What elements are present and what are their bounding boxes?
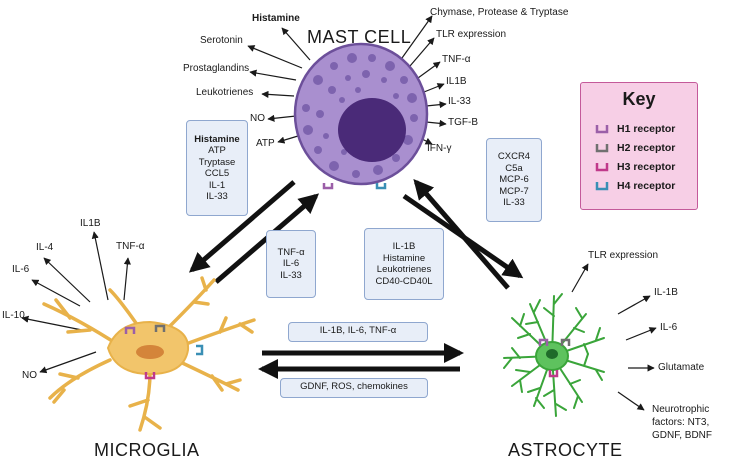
key-label-h4: H4 receptor (617, 180, 676, 192)
microglia-to-mast-item: TNF-α (277, 246, 305, 258)
astrocyte-output-il6: IL-6 (660, 322, 678, 333)
mast-output-tnf: TNF-α (442, 54, 471, 65)
key-legend: Key H1 receptor H2 receptor H3 receptor … (580, 82, 698, 210)
mast-to-microglia-item: ATP (208, 145, 226, 156)
astrocyte-to-mast-item: MCP-6 (499, 174, 529, 186)
astrocyte-graphic (503, 293, 605, 417)
mast-output-serotonin: Serotonin (200, 35, 243, 46)
microglia-to-mast-item: IL-6 (282, 258, 300, 270)
mast-output-ifn: IFN-γ (427, 143, 452, 154)
microglia-output-no: NO (22, 370, 37, 381)
mast-output-chymase: Chymase, Protease & Tryptase (430, 7, 569, 18)
astrocyte-body (535, 338, 571, 378)
mast-to-microglia-item: IL-33 (206, 191, 228, 202)
mast-output-tlr: TLR expression (436, 29, 507, 40)
key-item-h4: H4 receptor (595, 180, 675, 192)
astrocyte-title: ASTROCYTE (508, 440, 623, 460)
astrocyte-to-microglia-box: GDNF, ROS, chemokines (280, 378, 428, 398)
astrocyte-output-tlr: TLR expression (588, 250, 659, 261)
mast-cell-output-arrows (247, 15, 447, 145)
mast-to-astrocyte-item: Leukotrienes (376, 264, 432, 275)
h4-receptor-icon (595, 182, 609, 191)
mast-output-histamine: Histamine (252, 13, 300, 24)
mast-output-il33: IL-33 (448, 96, 471, 107)
microglia-output-il4: IL-4 (36, 242, 54, 253)
key-label-h3: H3 receptor (617, 161, 676, 173)
mast-to-astrocyte-item: IL-1B (392, 241, 416, 252)
microglia-output-il10: IL-10 (2, 310, 25, 321)
h2-receptor-icon (595, 144, 609, 153)
key-title: Key (622, 89, 656, 109)
mast-cell-title: MAST CELL (307, 27, 412, 47)
mast-to-astrocyte-item: Histamine (382, 252, 426, 264)
astrocyte-to-mast-item: CXCR4 (497, 151, 531, 163)
mast-output-il1b: IL1B (446, 76, 467, 87)
key-item-h2: H2 receptor (595, 142, 675, 154)
mast-to-microglia-item: IL-1 (208, 179, 226, 191)
astrocyte-to-mast-item: C5a (505, 162, 523, 174)
mast-to-astrocyte-item: CD40-CD40L (375, 275, 433, 287)
key-label-h2: H2 receptor (617, 142, 676, 154)
microglia-to-astrocyte-box: IL-1B, IL-6, TNF-α (288, 322, 428, 342)
microglia-output-arrows (21, 231, 131, 374)
mast-output-no: NO (250, 113, 265, 124)
mast-output-prostaglandins: Prostaglandins (183, 63, 250, 74)
mast-to-astrocyte-box: IL-1B Histamine Leukotrienes CD40-CD40L (364, 228, 444, 300)
arrow-mast-to-microglia (188, 180, 296, 273)
microglia-to-mast-item: IL-33 (280, 269, 302, 281)
mast-cell-graphic (293, 42, 429, 190)
astrocyte-to-mast-box: CXCR4 C5a MCP-6 MCP-7 IL-33 (486, 138, 542, 222)
microglia-title: MICROGLIA (94, 440, 200, 460)
arrow-astrocyte-to-mast (413, 178, 510, 290)
microglia-to-mast-box: TNF-α IL-6 IL-33 (266, 230, 316, 298)
h1-receptor-icon (595, 125, 609, 134)
mast-to-microglia-item: Tryptase (198, 156, 236, 168)
mast-output-atp: ATP (256, 138, 275, 149)
h3-receptor-icon (595, 163, 609, 172)
key-item-h3: H3 receptor (595, 161, 675, 173)
mast-to-microglia-item: Histamine (194, 133, 240, 145)
microglia-output-tnf: TNF-α (116, 241, 145, 252)
mast-to-microglia-item: CCL5 (204, 168, 230, 179)
key-label-h1: H1 receptor (617, 123, 676, 135)
microglia-output-il6: IL-6 (12, 264, 30, 275)
astrocyte-to-mast-item: IL-33 (503, 197, 525, 209)
astrocyte-output-glutamate: Glutamate (658, 362, 705, 373)
microglia-graphic (42, 276, 256, 432)
block-arrows (188, 178, 524, 379)
astrocyte-to-mast-item: MCP-7 (499, 185, 529, 197)
mast-output-tgfb: TGF-B (448, 117, 478, 128)
astrocyte-output-arrows (571, 263, 657, 411)
astrocyte-output-neurotrophic: Neurotrophic (652, 404, 710, 415)
astrocyte-output-bdnf: GDNF, BDNF (652, 430, 712, 441)
mast-to-microglia-box: Histamine ATP Tryptase CCL5 IL-1 IL-33 (186, 120, 248, 216)
astrocyte-output-il1b: IL-1B (654, 287, 678, 298)
mast-output-leukotrienes: Leukotrienes (196, 87, 254, 98)
microglia-output-il1b: IL1B (80, 218, 101, 229)
astrocyte-output-nt3: factors: NT3, (652, 417, 710, 428)
key-item-h1: H1 receptor (595, 123, 675, 135)
